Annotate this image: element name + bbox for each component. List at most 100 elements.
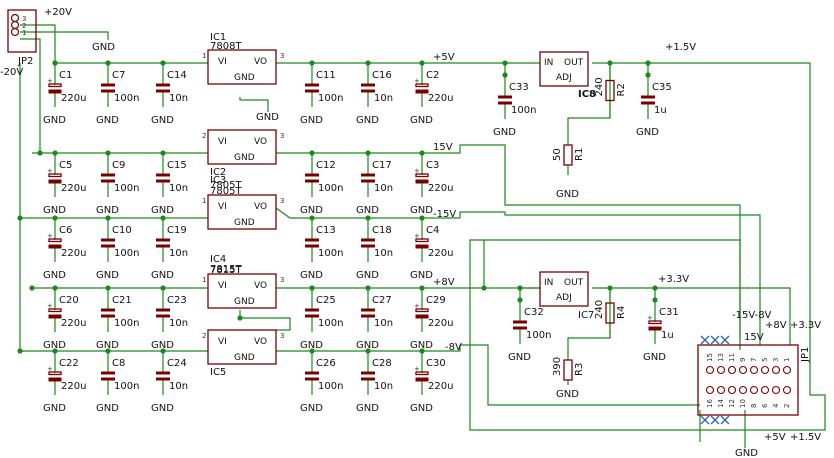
junction-dot <box>517 285 523 291</box>
res-value: 240 <box>594 77 605 96</box>
jp1-label-p15: 15V <box>744 332 764 343</box>
regulator-vi-label: VI <box>218 57 227 67</box>
cap-name-c4: C4 <box>426 225 439 236</box>
capacitor-c16 <box>361 63 375 107</box>
regulator-body <box>207 273 277 309</box>
rail-label-p1v5: +1.5V <box>665 42 696 53</box>
cap-polarity-mark: + <box>414 232 420 240</box>
capacitor-c19 <box>156 218 170 262</box>
res-value: 390 <box>552 357 563 376</box>
cap-name-c32: C32 <box>524 307 544 318</box>
regulator-vo-label: VO <box>254 137 267 147</box>
gnd-label: GND <box>151 403 174 414</box>
regulator-part: 7805T <box>210 186 242 197</box>
cap-polarity-mark: + <box>47 365 53 373</box>
jp1-pin <box>749 365 759 375</box>
res-body <box>563 359 573 381</box>
cap-value-c8: 100n <box>114 381 139 392</box>
cap-name-c6: C6 <box>59 225 72 236</box>
regulator-pin-out: 3 <box>280 332 284 340</box>
jp1-pin <box>716 365 726 375</box>
cap-name-c22: C22 <box>59 358 79 369</box>
gnd-label: GND <box>43 115 66 126</box>
wire <box>567 287 611 355</box>
resistor-r4 <box>605 288 615 338</box>
capacitor-c8 <box>101 351 115 395</box>
jp1-pin-number-bottom: 2 <box>783 404 791 408</box>
gnd-label-ic1: GND <box>256 112 279 123</box>
regulator-part: 7815T <box>210 265 242 276</box>
gnd-label: GND <box>493 127 516 138</box>
regulator-name-ic2: IC2 <box>210 167 226 178</box>
cap-plate-negative <box>415 89 429 94</box>
res-name: R1 <box>574 148 585 161</box>
rail-label-p8: +8V <box>433 277 455 288</box>
cap-name-c19: C19 <box>167 225 187 236</box>
gnd-label: GND <box>508 352 531 363</box>
cap-plate-negative <box>48 314 62 319</box>
gnd-label: GND <box>43 340 66 351</box>
cap-name-c13: C13 <box>316 225 336 236</box>
regulator-name-ic3: IC3 <box>210 175 226 186</box>
cap-value-c19: 10n <box>169 248 188 259</box>
cap-plate-positive <box>48 308 62 313</box>
wire-jp2-m20 <box>20 38 41 153</box>
capacitor-c18 <box>361 218 375 262</box>
cap-value-c31: 1u <box>661 330 674 341</box>
res-name: R3 <box>574 363 585 376</box>
gnd-label: GND <box>356 403 379 414</box>
regulator-ic1 <box>207 49 277 85</box>
cap-polarity-mark: + <box>47 167 53 175</box>
resistor-r2 <box>605 63 615 118</box>
regulator-ic3 <box>207 194 277 230</box>
cap-name-c2: C2 <box>426 70 439 81</box>
components-layer <box>7 9 799 425</box>
jp2-pin <box>10 20 20 30</box>
cap-plate-positive <box>648 320 662 325</box>
jp1-pin <box>738 385 748 395</box>
jp1-label-p3v3: +3.3V <box>790 320 821 331</box>
rail-label-p3v3: +3.3V <box>658 274 689 285</box>
regulator-vo-label: VO <box>254 202 267 212</box>
cap-value-c27: 10n <box>374 318 393 329</box>
jp1-pin-number-top: 7 <box>750 358 758 362</box>
adj-body <box>539 51 589 87</box>
jp1-pin-number-top: 5 <box>761 358 769 362</box>
cap-plate-negative <box>415 377 429 382</box>
no-connect-mark <box>720 335 730 345</box>
capacitor-c1 <box>48 63 62 107</box>
junction-dot <box>652 285 658 291</box>
wire <box>276 344 700 406</box>
cap-name-c30: C30 <box>426 358 446 369</box>
gnd-label: GND <box>410 270 433 281</box>
gnd-label: GND <box>410 340 433 351</box>
regulator-pin-out: 3 <box>280 132 284 140</box>
cap-polarity-mark: + <box>47 232 53 240</box>
cap-value-c30: 220u <box>428 381 453 392</box>
capacitor-c21 <box>101 288 115 332</box>
connector-jp1 <box>697 344 799 416</box>
wire <box>239 310 291 331</box>
jp1-pin <box>727 365 737 375</box>
cap-plate-positive <box>415 173 429 178</box>
jp1-pin-number-bottom: 8 <box>750 404 758 408</box>
jp1-pin-number-bottom: 6 <box>761 403 769 408</box>
gnd-label: GND <box>410 115 433 126</box>
wire <box>239 97 269 112</box>
capacitor-c25 <box>305 288 319 332</box>
regulator-vo-label: VO <box>254 57 267 67</box>
cap-value-c23: 10n <box>169 318 188 329</box>
no-connect-mark <box>710 415 720 425</box>
regulator-gnd-label: GND <box>234 153 255 163</box>
capacitor-c13 <box>305 218 319 262</box>
regulator-vo-label: VO <box>254 337 267 347</box>
no-connect-mark <box>700 415 710 425</box>
cap-name-c29: C29 <box>426 295 446 306</box>
gnd-label: GND <box>96 270 119 281</box>
cap-name-c16: C16 <box>372 70 392 81</box>
rail-label-m15: -15V <box>433 209 456 220</box>
regulator-pin-in: 1 <box>202 276 206 284</box>
wire-jp2-p20 <box>20 24 56 63</box>
adj-regulator-ic7 <box>539 271 589 307</box>
regulator-ic4 <box>207 273 277 309</box>
